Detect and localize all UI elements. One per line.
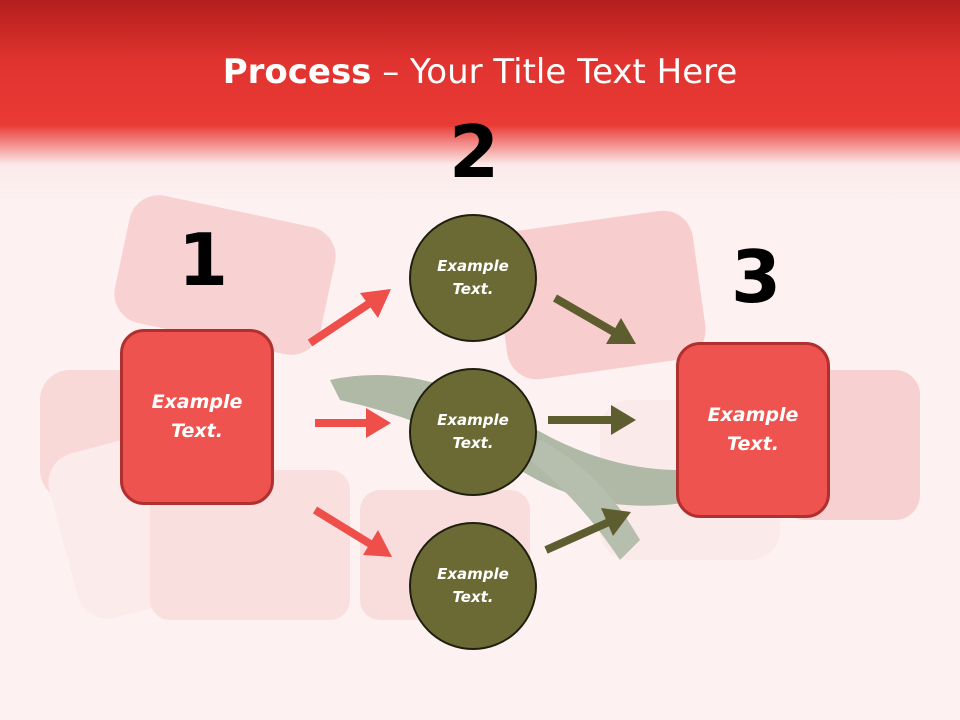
circle-middle: Example Text. bbox=[409, 368, 537, 496]
circle-bottom: Example Text. bbox=[409, 522, 537, 650]
circle-bottom-line1: Example bbox=[437, 565, 509, 583]
title-bold: Process bbox=[222, 52, 372, 92]
circle-top: Example Text. bbox=[409, 214, 537, 342]
step-number-1: 1 bbox=[178, 218, 229, 302]
right-box-line2: Text. bbox=[727, 433, 779, 455]
title-rest: – Your Title Text Here bbox=[371, 52, 738, 92]
left-box-line1: Example bbox=[151, 391, 243, 413]
left-box: Example Text. bbox=[120, 329, 274, 505]
right-box-line1: Example bbox=[707, 404, 799, 426]
circle-top-line1: Example bbox=[437, 257, 509, 275]
step-number-2: 2 bbox=[449, 110, 500, 194]
circle-top-line2: Text. bbox=[452, 280, 494, 298]
left-box-line2: Text. bbox=[171, 420, 223, 442]
circle-middle-line2: Text. bbox=[452, 434, 494, 452]
header-band bbox=[0, 0, 960, 200]
circle-middle-line1: Example bbox=[437, 411, 509, 429]
step-number-3: 3 bbox=[731, 235, 782, 319]
circle-bottom-line2: Text. bbox=[452, 588, 494, 606]
right-box: Example Text. bbox=[676, 342, 830, 518]
page-title: Process – Your Title Text Here bbox=[0, 52, 960, 92]
